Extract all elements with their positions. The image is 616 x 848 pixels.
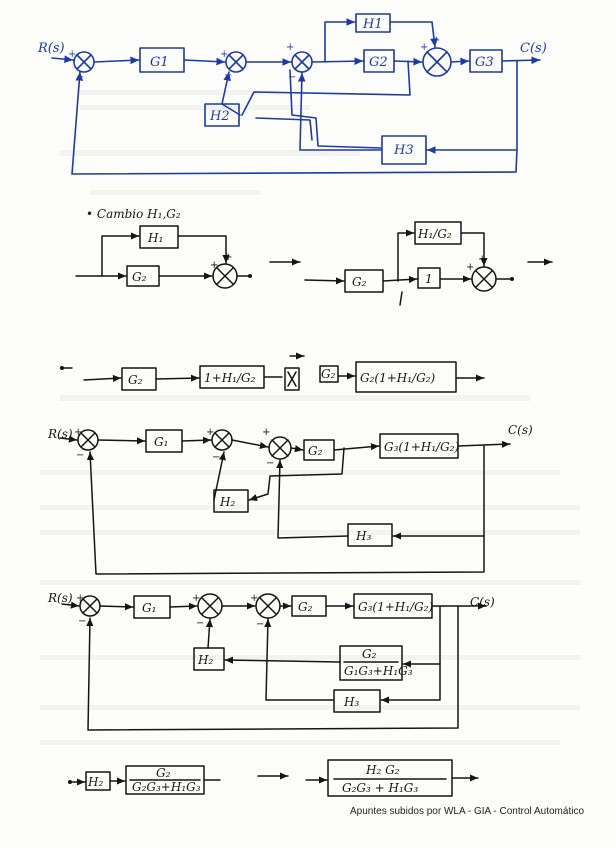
svg-text:G₁: G₁	[154, 435, 168, 449]
svg-text:H₂: H₂	[197, 653, 213, 667]
svg-text:+: +	[192, 593, 200, 604]
svg-text:G₃(1+H₁/G₂): G₃(1+H₁/G₂)	[384, 440, 459, 454]
summing-junction-2: +−	[220, 49, 247, 81]
note-cambio: • Cambio H₁,G₂	[86, 207, 181, 221]
reduction-step-c: H₂ G₂ G₂G₃+H₁G₃ H₂ G₂ G₂G₃ + H₁G₃	[68, 759, 479, 797]
svg-text:H₃: H₃	[355, 529, 371, 543]
svg-text:G₂: G₂	[352, 275, 367, 289]
svg-text:+: +	[420, 42, 428, 53]
svg-text:+: +	[68, 49, 76, 60]
svg-text:G₂: G₂	[362, 647, 377, 661]
svg-text:H₂: H₂	[87, 775, 103, 789]
reduction-step-b: G₂ 1+H₁/G₂ G₂ G₂(1+H₁/G₂)	[60, 352, 485, 393]
svg-text:R(s): R(s)	[47, 591, 73, 605]
svg-text:+: +	[478, 254, 486, 265]
output-label-1: C(s)	[520, 41, 547, 56]
svg-text:−: −	[78, 616, 86, 627]
svg-text:G₂G₃ + H₁G₃: G₂G₃ + H₁G₃	[342, 781, 418, 795]
svg-text:−: −	[266, 458, 274, 469]
svg-text:−: −	[76, 450, 84, 461]
svg-text:+: +	[210, 260, 218, 271]
background-show-through	[40, 90, 580, 745]
svg-text:R(s): R(s)	[47, 427, 73, 441]
svg-text:G₃(1+H₁/G₂): G₃(1+H₁/G₂)	[358, 600, 433, 614]
block-diagram-reduced-1: R(s) C(s) +− +− +− G₁ G₂ G₃(1+H₁/G₂) H₂ …	[47, 423, 533, 575]
svg-text:G₂: G₂	[308, 444, 323, 458]
svg-text:G₂: G₂	[156, 766, 171, 780]
svg-text:−: −	[288, 72, 296, 83]
svg-text:−: −	[196, 618, 204, 629]
reduction-step-a-right: G₂ H₁/G₂ 1 + +	[304, 221, 514, 306]
svg-text:G2: G2	[369, 55, 388, 70]
svg-text:G₁G₃+H₁G₃: G₁G₃+H₁G₃	[344, 664, 413, 678]
svg-text:G₂: G₂	[132, 270, 147, 284]
svg-text:G3: G3	[475, 55, 494, 70]
svg-text:−: −	[212, 452, 220, 463]
input-label-1: R(s)	[37, 41, 65, 56]
svg-text:H₂ G₂: H₂ G₂	[365, 763, 400, 777]
svg-text:−: −	[256, 619, 264, 630]
svg-text:G₂G₃+H₁G₃: G₂G₃+H₁G₃	[132, 780, 201, 794]
svg-text:+: +	[76, 593, 84, 604]
svg-text:+: +	[250, 593, 258, 604]
block-h1	[355, 13, 391, 33]
svg-text:+: +	[220, 49, 228, 60]
block-diagram-original: R(s) C(s) +− +− +− ++ G1 G2 G3	[37, 13, 547, 175]
svg-text:+: +	[74, 427, 82, 438]
svg-text:H3: H3	[393, 143, 414, 158]
reduction-step-a-left: H₁ G₂ ++	[75, 225, 252, 289]
svg-text:G₂: G₂	[128, 373, 143, 387]
svg-text:G₂(1+H₁/G₂): G₂(1+H₁/G₂)	[360, 371, 435, 385]
block-diagram-reduced-2: R(s) C(s) +− +− +− G₁ G₂ G₃(1+H₁/G₂) H₂ …	[47, 591, 495, 731]
svg-text:H1: H1	[362, 17, 383, 32]
svg-text:+: +	[262, 427, 270, 438]
svg-text:G1: G1	[150, 55, 169, 70]
svg-text:G₂: G₂	[298, 600, 313, 614]
block-h3	[381, 135, 427, 165]
svg-text:H₁/G₂: H₁/G₂	[417, 227, 452, 241]
svg-text:C(s): C(s)	[508, 423, 533, 437]
svg-text:+: +	[466, 262, 474, 273]
summing-junction-4: ++	[420, 35, 452, 77]
svg-text:H₃: H₃	[343, 695, 359, 709]
svg-text:+: +	[206, 427, 214, 438]
summing-junction-1: +−	[68, 49, 95, 83]
svg-text:H₁: H₁	[147, 231, 163, 245]
svg-text:G₁: G₁	[142, 601, 156, 615]
svg-text:G₂: G₂	[321, 367, 336, 381]
svg-text:1+H₁/G₂: 1+H₁/G₂	[204, 371, 256, 385]
svg-text:C(s): C(s)	[470, 595, 495, 609]
svg-text:H2: H2	[209, 109, 230, 124]
svg-text:H₂: H₂	[219, 495, 235, 509]
svg-text:+: +	[286, 42, 294, 53]
svg-text:1: 1	[425, 272, 433, 286]
footer-credit: Apuntes subidos por WLA - GIA - Control …	[350, 806, 585, 817]
